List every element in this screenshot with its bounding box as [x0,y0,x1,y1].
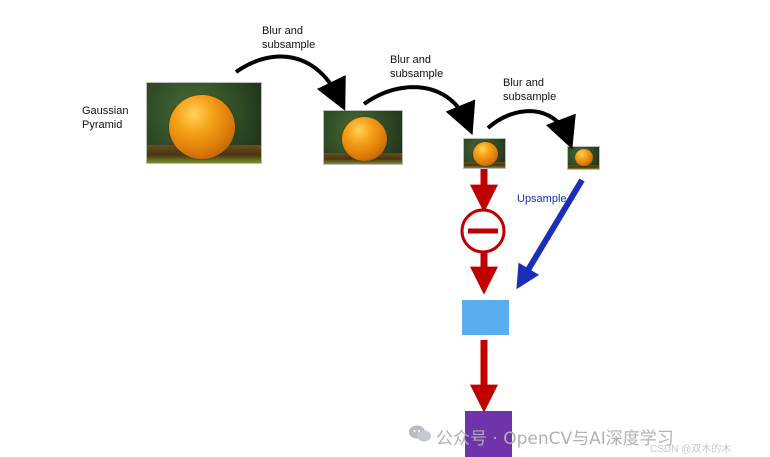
blur-arrow-1 [234,54,346,111]
wechat-icon [409,425,431,442]
gaussian-pyramid-label: Gaussian Pyramid [82,105,129,131]
orange-fruit [342,117,387,161]
pyramid-level-2-image [463,138,506,169]
final-output-box [465,411,512,457]
upsample-label: Upsample [517,193,567,205]
blur-subsample-label-1: Blur and subsample [262,25,316,51]
pyramid-level-3-image [567,146,600,170]
blur-arrow-2 [362,85,476,136]
csdn-watermark: CSDN @双木的木 [650,444,732,455]
pyramid-level-1-image [323,110,403,165]
laplacian-result-box [462,300,509,335]
blur-arrow-3 [486,109,576,150]
blur-subsample-label-2: Blur and subsample [390,54,444,80]
upsample-arrow [516,178,585,290]
watermark-text: 公众号 · OpenCV与AI深度学习 [436,429,674,449]
blur-subsample-label-3: Blur and subsample [503,77,557,103]
pyramid-level-0-image [146,82,262,164]
orange-fruit [169,95,235,159]
orange-fruit [575,149,593,166]
ground-strip [568,165,599,169]
orange-fruit [473,142,498,166]
